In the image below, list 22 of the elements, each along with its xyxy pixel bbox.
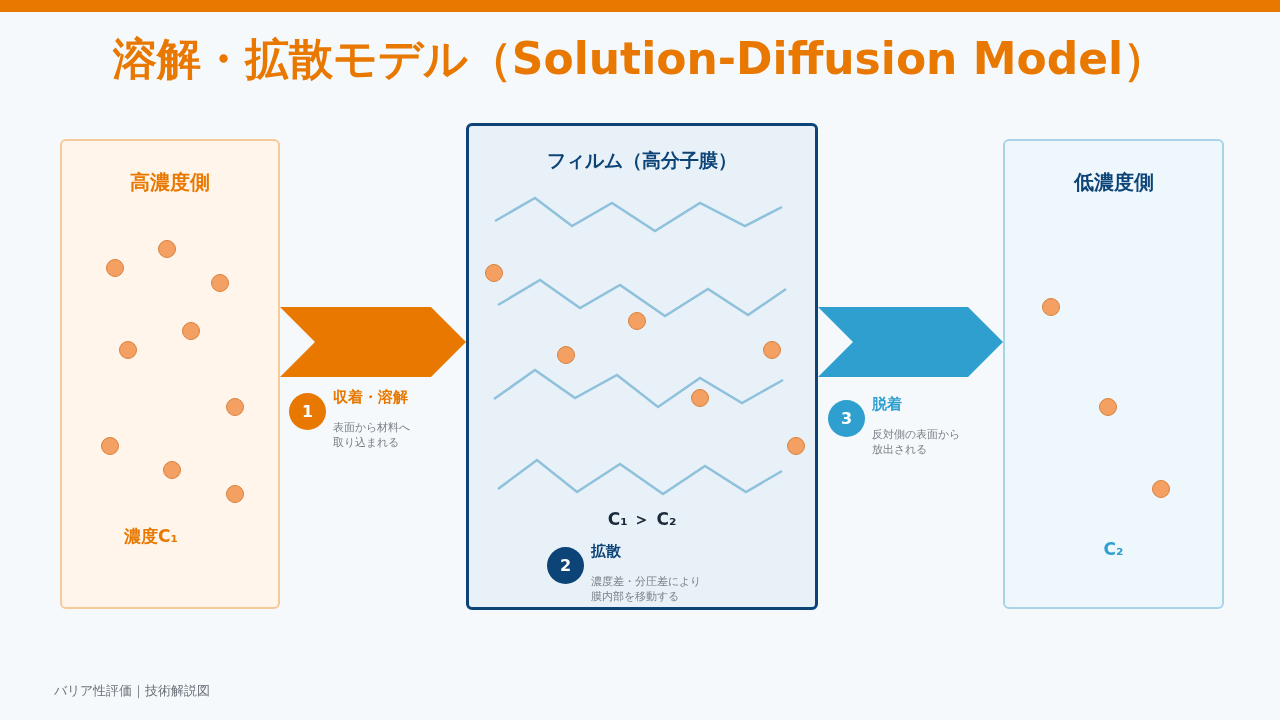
concentration-label: C₁ ＞ C₂	[606, 508, 678, 531]
panel	[60, 139, 280, 609]
step-description: 濃度差・分圧差により膜内部を移動する	[591, 574, 702, 604]
footer-note: バリア性評価｜技術解説図	[54, 682, 210, 700]
chevron-arrow	[818, 307, 1003, 377]
step-description: 表面から材料へ取り込まれる	[333, 420, 411, 450]
step-number-badge: 1	[289, 393, 326, 430]
step-description: 反対側の表面から放出される	[872, 427, 961, 457]
panel	[1003, 139, 1224, 609]
panel	[466, 123, 818, 610]
step-number-badge: 3	[828, 400, 865, 437]
panel-heading: 高濃度側	[129, 169, 211, 196]
title: 溶解・拡散モデル（Solution-Diffusion Model）	[111, 32, 1169, 86]
step-title: 脱着	[872, 395, 902, 414]
concentration-label: 濃度C₁	[124, 525, 178, 548]
step-title: 拡散	[591, 542, 621, 561]
step-title: 収着・溶解	[333, 388, 408, 407]
step-number-badge: 2	[547, 547, 584, 584]
panel-heading: フィルム（高分子膜）	[546, 148, 738, 173]
chevron-arrow	[280, 307, 466, 377]
concentration-label: C₂	[1102, 539, 1125, 559]
panel-heading: 低濃度側	[1072, 169, 1155, 196]
